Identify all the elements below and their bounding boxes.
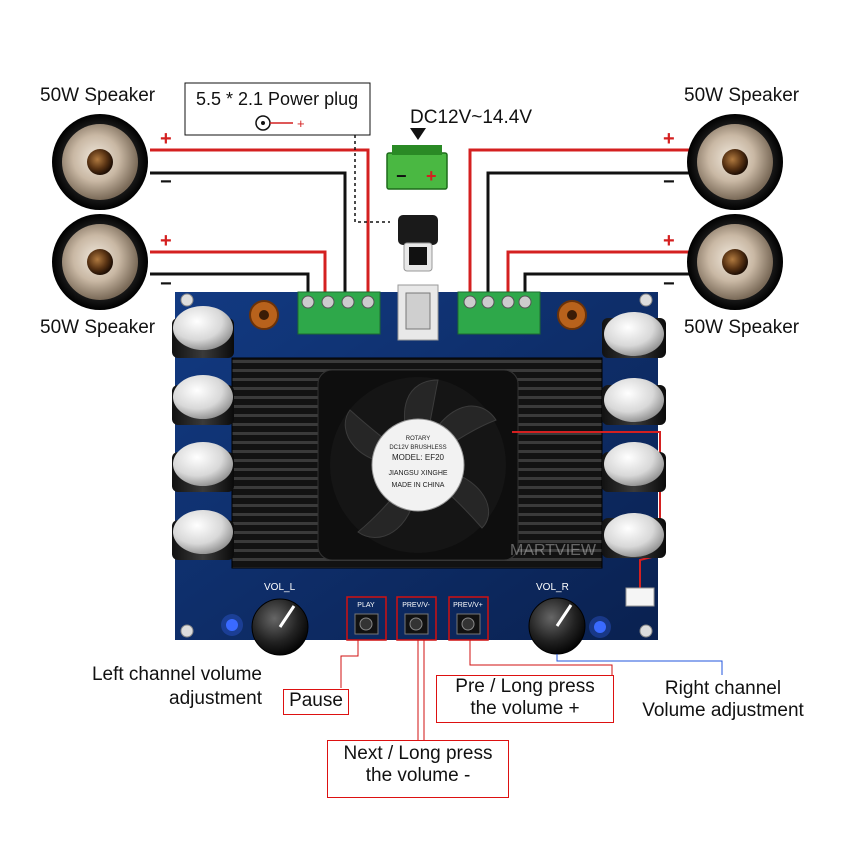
board-dc-jack-icon [397, 284, 439, 341]
terminal-block-left [297, 291, 381, 335]
dc-barrel-jack-icon [398, 215, 438, 272]
speaker-bottom-right-label: 50W Speaker [684, 317, 800, 338]
voltage-arrow-icon [410, 128, 426, 140]
play-button-label: PLAY [357, 602, 375, 609]
prev-minus-button[interactable]: PREV/V- [396, 596, 437, 641]
voltage-label: DC12V~14.4V [410, 107, 532, 128]
right-volume-connector [556, 654, 723, 675]
plus-marker: + [160, 128, 172, 150]
plus-marker: + [663, 128, 675, 150]
fan-text-line2: DC12V BRUSHLESS [389, 445, 446, 451]
minus-marker: − [663, 273, 675, 295]
next-callout: Next / Long press the volume - [327, 740, 509, 798]
led-left-icon [226, 619, 238, 631]
capacitor-icon [172, 306, 234, 358]
inductor-right-icon [557, 300, 587, 330]
next-callout-line2: the volume - [365, 765, 471, 786]
plus-marker: + [160, 230, 172, 252]
power-plug-callout: 5.5 * 2.1 Power plug + [184, 82, 371, 136]
volume-left-knob-icon[interactable] [251, 598, 309, 656]
plug-plus-symbol: + [297, 116, 305, 131]
polarity-markers: + − + − + − + − [160, 128, 675, 295]
speaker-bottom-left-label: 50W Speaker [40, 317, 156, 338]
svg-text:−: − [396, 166, 407, 186]
left-volume-callout-line2: adjustment [169, 688, 262, 709]
inductor-left-icon [249, 300, 279, 330]
fan-text-line3: MODEL: EF20 [392, 453, 445, 462]
fan-icon: ROTARY DC12V BRUSHLESS MODEL: EF20 JIANG… [317, 369, 519, 561]
watermark-text: MARTVIEW [510, 542, 597, 559]
speaker-top-right-label: 50W Speaker [684, 85, 800, 106]
battery-icon: − + [386, 145, 448, 190]
capacitor-icon [172, 442, 234, 492]
capacitors-right [602, 312, 666, 558]
wire-br-positive [506, 250, 695, 292]
next-callout-line1: Next / Long press [343, 743, 493, 764]
prev-plus-label: PREV/V+ [453, 602, 483, 609]
volume-right-knob-icon[interactable] [528, 597, 586, 655]
wire-tl-positive [150, 148, 370, 292]
capacitor-icon [602, 312, 666, 358]
fan-text-line4: JIANGSU XINGHE [388, 470, 447, 477]
capacitor-icon [602, 378, 666, 425]
speaker-bottom-right [687, 214, 783, 310]
pause-callout-text: Pause [289, 690, 343, 711]
capacitors-left [172, 306, 234, 560]
pre-connector [469, 640, 613, 675]
wire-tr-negative [486, 171, 695, 292]
fan-connector [625, 587, 655, 607]
pre-callout-line2: the volume + [470, 698, 580, 719]
power-plug-label: 5.5 * 2.1 Power plug [196, 89, 358, 109]
minus-marker: − [663, 171, 675, 193]
minus-marker: − [160, 273, 172, 295]
wire-br-negative [523, 272, 695, 292]
pre-callout: Pre / Long press the volume + [436, 675, 614, 723]
pause-callout: Pause [283, 689, 349, 715]
speaker-top-left [52, 114, 148, 210]
capacitor-icon [172, 510, 234, 560]
pause-connector [340, 640, 359, 688]
callout-lines [340, 640, 723, 740]
right-volume-callout-line2: Volume adjustment [642, 700, 804, 721]
wire-bl-negative [150, 272, 310, 292]
vol-left-silk: VOL_L [264, 582, 296, 593]
left-volume-callout-line1: Left channel volume [91, 664, 262, 685]
speaker-wires [150, 135, 695, 292]
prev-plus-button[interactable]: PREV/V+ [448, 596, 489, 641]
capacitor-icon [602, 442, 666, 492]
play-button[interactable]: PLAY [346, 596, 387, 641]
minus-marker: − [160, 171, 172, 193]
speaker-bottom-left [52, 214, 148, 310]
fan-text-line5: MADE IN CHINA [392, 482, 445, 489]
led-right-icon [594, 621, 606, 633]
wire-tr-positive [468, 148, 695, 292]
wire-bl-positive [150, 250, 327, 292]
prev-minus-label: PREV/V- [402, 602, 430, 609]
right-volume-callout-line1: Right channel [664, 678, 782, 699]
power-plug-guide [354, 135, 390, 223]
vol-right-silk: VOL_R [536, 582, 569, 593]
wire-tl-negative [150, 171, 347, 292]
svg-text:+: + [426, 166, 437, 186]
speaker-top-left-label: 50W Speaker [40, 85, 156, 106]
speaker-top-right [687, 114, 783, 210]
pre-callout-line1: Pre / Long press [455, 676, 595, 697]
fan-label-sticker [371, 418, 465, 512]
capacitor-icon [602, 513, 666, 558]
plus-marker: + [663, 230, 675, 252]
capacitor-icon [172, 375, 234, 425]
fan-text-line1: ROTARY [406, 436, 430, 442]
terminal-block-right [457, 291, 541, 335]
